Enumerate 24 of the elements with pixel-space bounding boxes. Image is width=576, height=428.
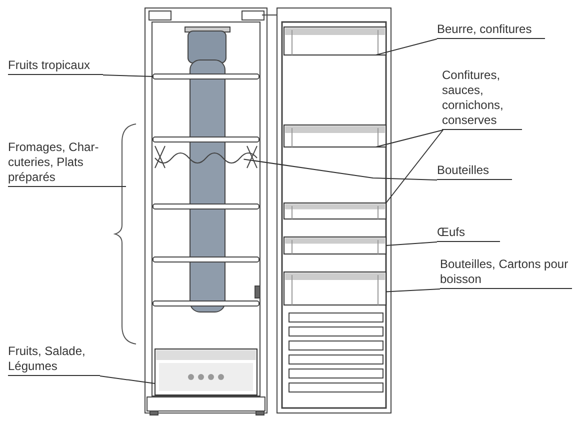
callout-text: Confitures, sauces, cornichons, conserves — [442, 68, 522, 130]
wine-rack — [154, 146, 258, 168]
callout-text: Œufs — [437, 225, 500, 242]
shelf — [152, 74, 260, 80]
door-bin — [284, 202, 386, 220]
leader-line — [102, 74, 154, 77]
leader-line — [386, 130, 444, 204]
crisper-drawer — [154, 348, 258, 396]
leader-line — [386, 288, 440, 292]
callout-text: Fruits tropicaux — [8, 58, 103, 75]
leader-line — [375, 130, 444, 148]
callout-text: Fromages, Char-cuteries, Plats préparés — [8, 140, 126, 187]
leader-line — [386, 242, 438, 246]
callout-text: Bouteilles, Cartons pour boisson — [440, 257, 572, 289]
callout-text: Fruits, Salade, Légumes — [8, 344, 100, 376]
door-bin — [284, 236, 386, 254]
leader-line — [100, 376, 156, 384]
leader-line — [243, 158, 438, 180]
door-bin — [284, 272, 386, 306]
callout-text: Bouteilles — [437, 163, 512, 180]
leader-line — [375, 38, 438, 56]
door-bin — [284, 26, 386, 56]
door-bin — [284, 124, 386, 148]
callout-text: Beurre, confitures — [437, 22, 545, 39]
